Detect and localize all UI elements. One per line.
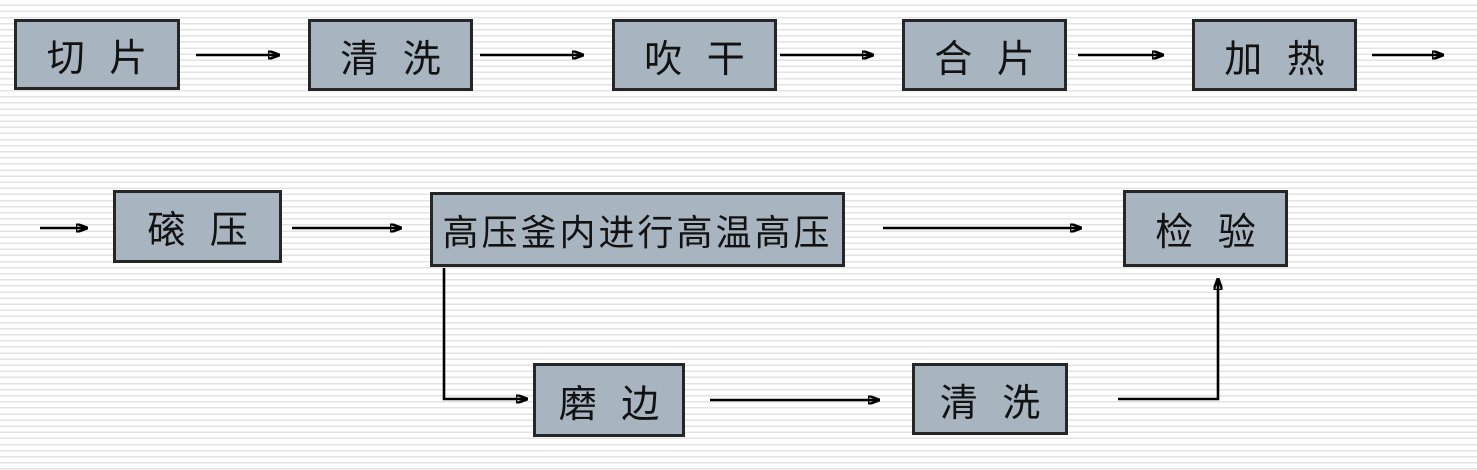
- node-assembling: 合 片: [902, 19, 1067, 91]
- node-rolling: 磙 压: [113, 190, 282, 263]
- node-washing-2: 清 洗: [912, 363, 1068, 435]
- arrow-washing2-inspection: [1118, 280, 1218, 401]
- node-heating: 加 热: [1192, 19, 1357, 91]
- node-drying: 吹 干: [612, 19, 777, 91]
- arrow-autoclave-edging: [442, 268, 526, 399]
- node-edging: 磨 边: [533, 363, 685, 437]
- node-autoclave: 高压釜内进行高温高压: [430, 192, 845, 267]
- node-slicing: 切 片: [14, 19, 180, 90]
- node-inspection: 检 验: [1123, 190, 1288, 267]
- node-washing-1: 清 洗: [308, 19, 473, 91]
